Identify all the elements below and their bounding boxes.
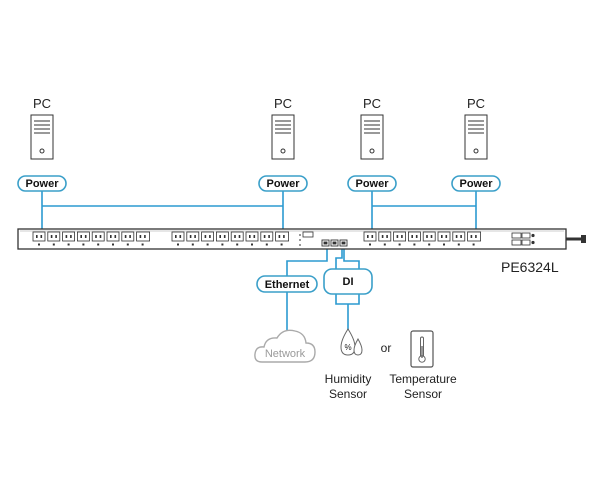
pc-tower-icon xyxy=(464,114,488,160)
power-outlet xyxy=(47,231,61,246)
pdu-ports xyxy=(321,239,348,247)
temperature-sensor-line1: Temperature xyxy=(389,372,457,386)
pc-4: PC Power xyxy=(451,96,501,192)
power-outlet xyxy=(186,231,200,246)
pdu-unit xyxy=(17,228,586,250)
power-outlet xyxy=(393,231,407,246)
pdu-breakers xyxy=(511,232,535,246)
power-outlet xyxy=(422,231,436,246)
power-outlet xyxy=(260,231,274,246)
ethernet-badge: Ethernet xyxy=(256,275,318,293)
pc-tower-icon xyxy=(271,114,295,160)
pdu-display xyxy=(299,231,314,246)
svg-text:%: % xyxy=(344,343,351,352)
humidity-sensor-line1: Humidity xyxy=(325,372,372,386)
power-cord xyxy=(566,235,586,243)
power-outlet xyxy=(32,231,46,246)
power-outlet xyxy=(171,231,185,246)
power-outlet xyxy=(77,231,90,246)
power-outlet xyxy=(230,231,244,246)
power-outlet xyxy=(407,231,421,246)
temperature-sensor: Temperature Sensor xyxy=(389,330,457,401)
power-badge: Power xyxy=(17,175,67,192)
humidity-sensor: % Humidity Sensor xyxy=(325,328,372,401)
pc-3: PC Power xyxy=(347,96,397,192)
pc-label: PC xyxy=(33,96,51,111)
pdu-model-label: PE6324L xyxy=(501,259,559,275)
power-outlet xyxy=(121,231,135,246)
pc-2: PC Power xyxy=(258,96,308,192)
pc-tower-icon xyxy=(30,114,54,160)
humidity-drops-icon: % xyxy=(340,328,363,356)
di-badge-label: DI xyxy=(343,276,354,288)
pc-1: PC Power xyxy=(17,96,67,192)
thermometer-icon xyxy=(410,330,434,368)
network-cloud-icon: Network xyxy=(254,329,316,363)
connector-lines xyxy=(41,191,477,330)
or-label: or xyxy=(381,341,392,355)
pc-tower-icon xyxy=(360,114,384,160)
pc-label: PC xyxy=(274,96,292,111)
power-outlet xyxy=(106,231,120,246)
power-badge: Power xyxy=(451,175,501,192)
outlet-bank-2 xyxy=(171,231,290,246)
ethernet-badge-label: Ethernet xyxy=(265,279,310,291)
power-badge-label: Power xyxy=(266,178,300,190)
di-badge: DI xyxy=(323,268,373,295)
network-label: Network xyxy=(265,348,306,360)
power-outlet xyxy=(245,231,259,246)
power-badge-label: Power xyxy=(355,178,389,190)
outlet-bank-3 xyxy=(363,231,482,246)
pc-label: PC xyxy=(363,96,381,111)
power-outlet xyxy=(62,231,75,246)
power-badge: Power xyxy=(347,175,397,192)
power-outlet xyxy=(91,231,105,246)
temperature-sensor-line2: Sensor xyxy=(404,387,442,401)
power-outlet xyxy=(136,231,151,246)
power-outlet xyxy=(437,231,451,246)
pc-label: PC xyxy=(467,96,485,111)
power-outlet xyxy=(467,231,482,246)
power-outlet xyxy=(275,231,290,246)
power-outlet xyxy=(378,231,392,246)
humidity-sensor-line2: Sensor xyxy=(329,387,367,401)
power-outlet xyxy=(452,231,466,246)
power-badge-label: Power xyxy=(459,178,493,190)
power-badge-label: Power xyxy=(25,178,59,190)
power-outlet xyxy=(201,231,215,246)
power-badge: Power xyxy=(258,175,308,192)
power-outlet xyxy=(363,231,377,246)
power-outlet xyxy=(215,231,229,246)
outlet-bank-1 xyxy=(32,231,151,246)
